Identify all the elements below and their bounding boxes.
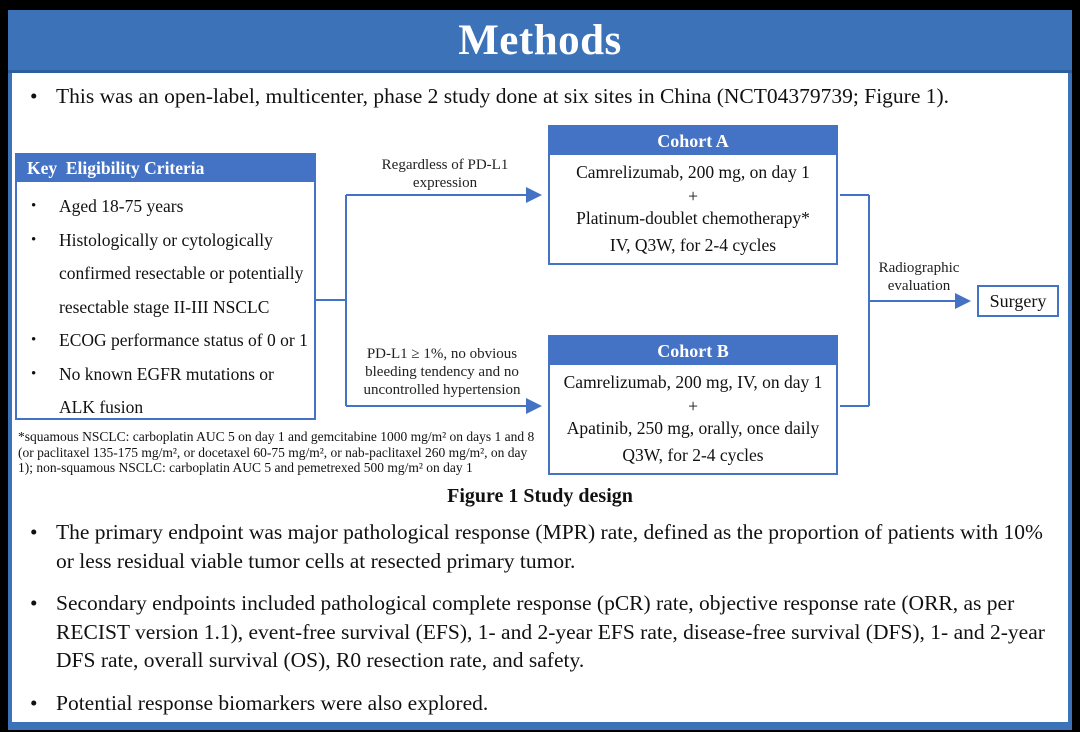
primary-endpoint-text: The primary endpoint was major pathologi… <box>56 520 1043 573</box>
eligibility-list: • Aged 18-75 years • Histologically or c… <box>17 182 314 425</box>
cohort-b-arrow-label: PD-L1 ≥ 1%, no obvious bleeding tendency… <box>363 346 521 398</box>
secondary-endpoint-text: Secondary endpoints included pathologica… <box>56 591 1045 672</box>
plus-sign: + <box>688 395 698 416</box>
cohort-a-box: Cohort A Camrelizumab, 200 mg, on day 1 … <box>548 125 838 265</box>
bullet-icon: • <box>30 84 38 108</box>
intro-bullet: • This was an open-label, multicenter, p… <box>30 82 1050 110</box>
list-item: • ECOG performance status of 0 or 1 <box>31 324 308 358</box>
cohort-a-line: Platinum-doublet chemotherapy* <box>576 208 810 229</box>
bullet-icon: • <box>31 231 37 248</box>
chemotherapy-footnote: *squamous NSCLC: carboplatin AUC 5 on da… <box>18 429 535 475</box>
cohort-a-header: Cohort A <box>550 127 836 155</box>
list-item: • Aged 18-75 years <box>31 190 308 224</box>
endpoint-bullets: • The primary endpoint was major patholo… <box>30 518 1052 731</box>
radiographic-evaluation-label: Radiographic evaluation <box>878 260 960 294</box>
cohort-a-arrow-label: Regardless of PD-L1 expression <box>381 157 509 191</box>
bullet-icon: • <box>31 332 37 348</box>
eligibility-item-text: ECOG performance status of 0 or 1 <box>59 330 308 350</box>
bullet-icon: • <box>30 690 38 715</box>
list-item: • Histologically or cytologically confir… <box>31 224 308 325</box>
secondary-endpoint-bullet: • Secondary endpoints included pathologi… <box>30 589 1052 675</box>
bullet-icon: • <box>31 198 37 214</box>
title-banner: Methods <box>8 10 1072 73</box>
cohort-a-body: Camrelizumab, 200 mg, on day 1 + Platinu… <box>550 155 836 263</box>
list-item: • No known EGFR mutations or ALK fusion <box>31 358 308 425</box>
eligibility-box: Key Eligibility Criteria • Aged 18-75 ye… <box>15 153 316 420</box>
surgery-box: Surgery <box>977 285 1059 317</box>
surgery-label: Surgery <box>989 290 1047 311</box>
biomarkers-bullet: • Potential response biomarkers were als… <box>30 689 1052 718</box>
cohort-a-line: Camrelizumab, 200 mg, on day 1 <box>576 162 810 183</box>
bullet-icon: • <box>31 365 37 382</box>
plus-sign: + <box>688 185 698 206</box>
biomarkers-text: Potential response biomarkers were also … <box>56 690 489 715</box>
eligibility-item-text: Histologically or cytologically confirme… <box>59 229 304 317</box>
intro-bullet-text: This was an open-label, multicenter, pha… <box>56 84 950 108</box>
cohort-b-body: Camrelizumab, 200 mg, IV, on day 1 + Apa… <box>550 365 836 473</box>
cohort-b-line: Apatinib, 250 mg, orally, once daily <box>566 418 820 439</box>
cohort-b-line: Q3W, for 2-4 cycles <box>622 444 764 465</box>
eligibility-item-text: No known EGFR mutations or ALK fusion <box>59 363 274 418</box>
page-title: Methods <box>458 16 622 64</box>
eligibility-item-text: Aged 18-75 years <box>59 196 184 216</box>
bullet-icon: • <box>30 520 38 544</box>
primary-endpoint-bullet: • The primary endpoint was major patholo… <box>30 518 1052 575</box>
cohort-b-line: Camrelizumab, 200 mg, IV, on day 1 <box>563 372 823 393</box>
bullet-icon: • <box>30 591 38 615</box>
cohort-a-line: IV, Q3W, for 2-4 cycles <box>609 234 777 255</box>
cohort-b-header: Cohort B <box>550 337 836 365</box>
eligibility-header: Key Eligibility Criteria <box>17 155 314 182</box>
figure-caption: Figure 1 Study design <box>447 485 633 507</box>
cohort-b-box: Cohort B Camrelizumab, 200 mg, IV, on da… <box>548 335 838 475</box>
